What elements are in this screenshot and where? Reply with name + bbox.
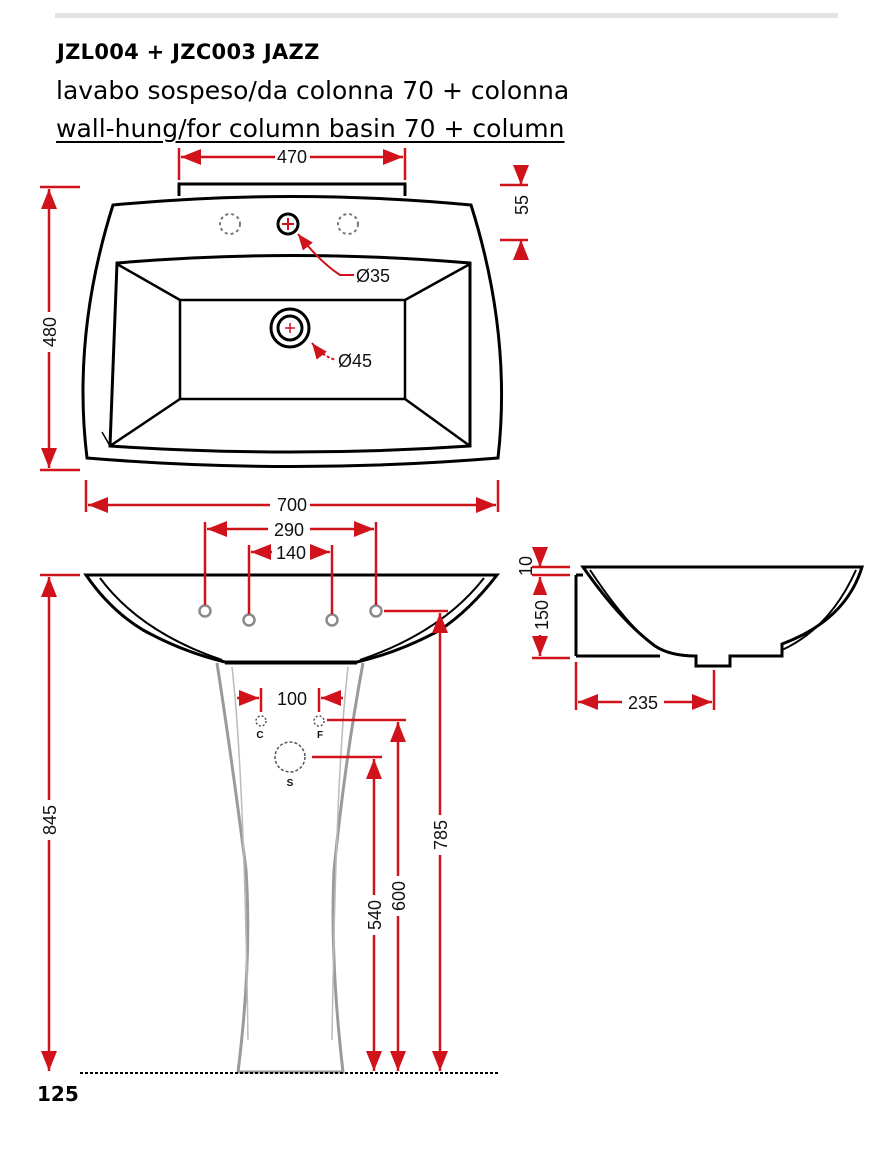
dim-side-height: 150 xyxy=(532,600,552,630)
side-profile xyxy=(580,565,865,668)
side-view-dimensions xyxy=(532,547,716,710)
front-hole-3 xyxy=(325,613,339,627)
label-cold: C xyxy=(256,730,263,741)
label-hot: F xyxy=(317,730,323,741)
front-view-dimensions xyxy=(40,521,448,1071)
hot-supply-point xyxy=(313,715,325,727)
dim-hole-spacing-inner: 140 xyxy=(276,543,306,563)
column xyxy=(215,662,365,1074)
waste-hole xyxy=(269,307,311,349)
description-english: wall-hung/for column basin 70 + column xyxy=(56,114,565,143)
dim-supply-height: 600 xyxy=(389,881,409,911)
dim-total-height: 845 xyxy=(40,805,60,835)
dim-back-width: 470 xyxy=(277,147,307,167)
dim-depth: 480 xyxy=(40,317,60,347)
tap-hole-center xyxy=(276,212,300,236)
front-hole-4 xyxy=(369,604,383,618)
dim-width: 700 xyxy=(277,495,307,515)
cold-supply-point xyxy=(255,715,267,727)
side-view xyxy=(574,565,865,668)
dim-side-depth: 235 xyxy=(628,693,658,713)
dim-back-height: 55 xyxy=(512,195,532,215)
back-ledge xyxy=(177,182,407,196)
page-number: 125 xyxy=(37,1082,79,1106)
basin-front xyxy=(83,573,501,664)
waste-point xyxy=(274,741,306,773)
tap-hole-right xyxy=(337,213,359,235)
front-hole-1 xyxy=(198,604,212,618)
dim-tap-hole: Ø35 xyxy=(356,266,390,286)
tap-hole-left xyxy=(219,213,241,235)
dim-hole-spacing-outer: 290 xyxy=(274,520,304,540)
front-hole-2 xyxy=(242,613,256,627)
top-rule xyxy=(55,13,838,18)
dim-supply-spacing: 100 xyxy=(277,689,307,709)
dim-basin-height: 785 xyxy=(431,820,451,850)
dim-rim-thickness: 10 xyxy=(516,556,536,576)
bowl-rim xyxy=(108,254,472,454)
label-waste: S xyxy=(287,778,294,789)
front-view xyxy=(80,573,501,1074)
dim-waste-hole: Ø45 xyxy=(338,351,372,371)
dim-waste-height: 540 xyxy=(365,900,385,930)
description-italian: lavabo sospeso/da colonna 70 + colonna xyxy=(56,76,570,105)
top-view xyxy=(81,182,504,468)
basin-outline xyxy=(81,195,504,468)
model-code: JZL004 + JZC003 JAZZ xyxy=(57,40,320,64)
